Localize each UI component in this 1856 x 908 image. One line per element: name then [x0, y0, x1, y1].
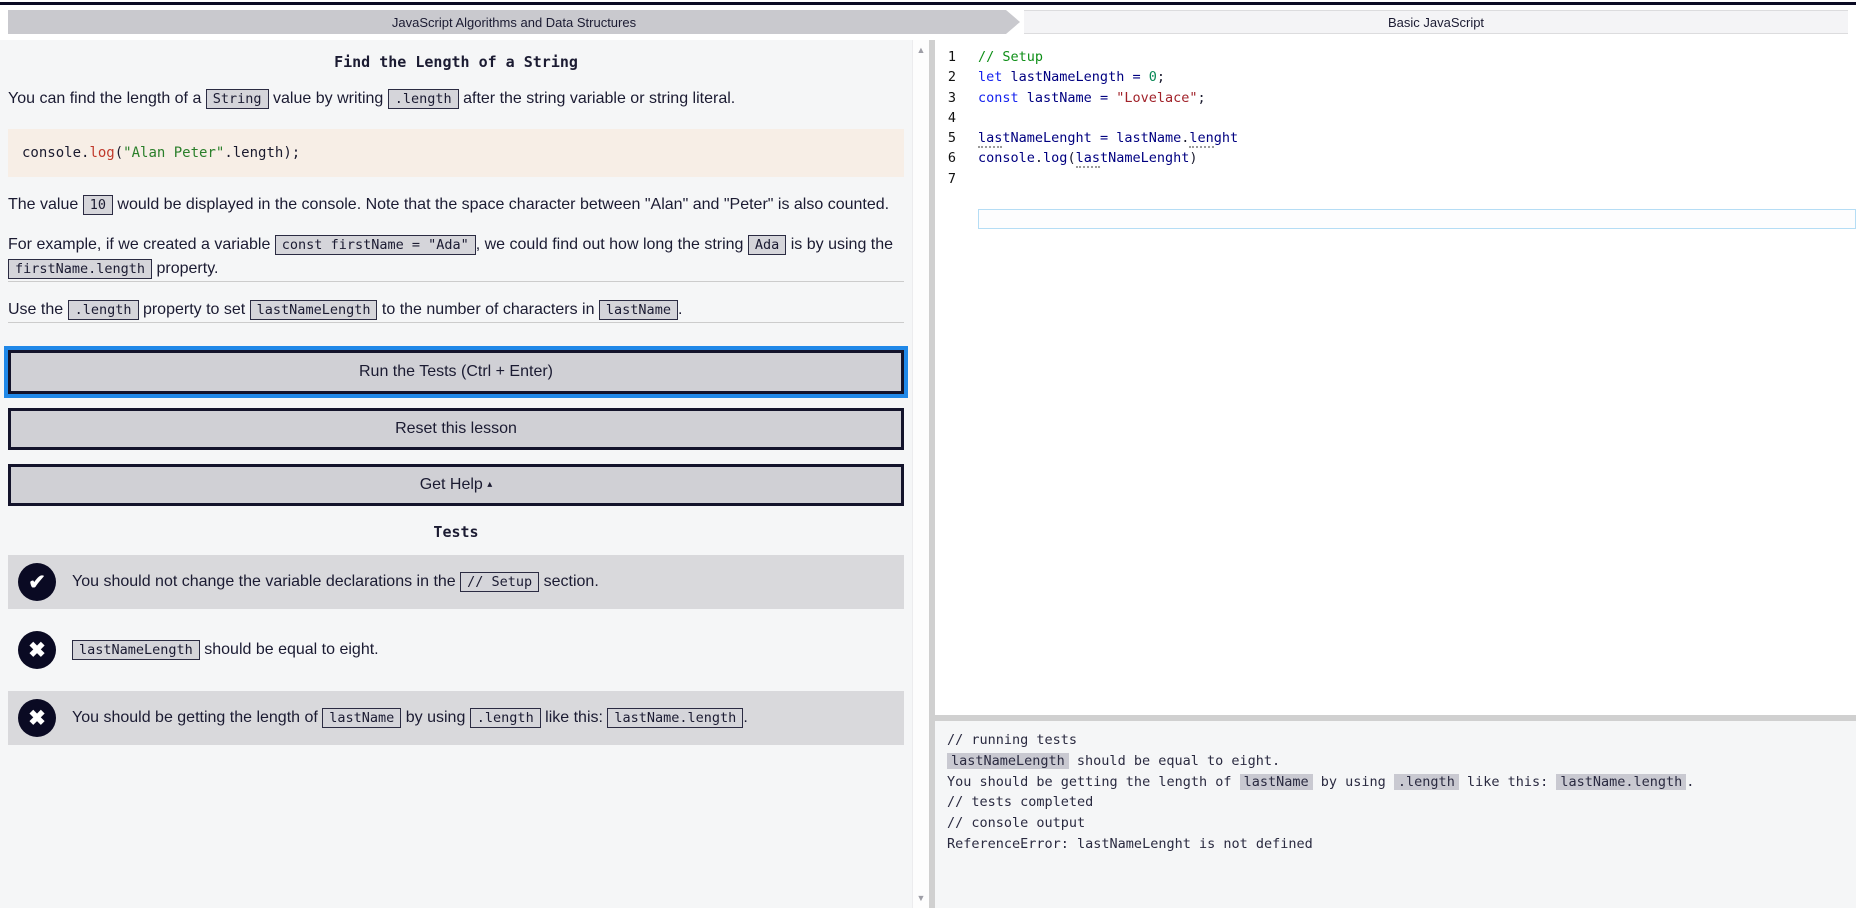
- map-header: JavaScript Algorithms and Data Structure…: [0, 0, 1856, 40]
- line-number: 5: [947, 130, 956, 147]
- x-icon: ✖: [18, 699, 56, 737]
- console-output-panel: // running tests lastNameLength should b…: [935, 721, 1856, 908]
- test-text: lastNameLength should be equal to eight.: [72, 638, 379, 662]
- lesson-example: For example, if we created a variable co…: [8, 235, 894, 279]
- check-icon: ✔: [18, 563, 56, 601]
- line-content: const lastName = "Lovelace";: [978, 89, 1206, 106]
- run-tests-label: Run the Tests (Ctrl + Enter): [359, 363, 553, 380]
- test-text: You should not change the variable decla…: [72, 572, 599, 592]
- line-content: [965, 108, 1856, 128]
- line-content: lastNameLenght = lastName.lenght: [978, 130, 1239, 149]
- test-text: You should be getting the length of last…: [72, 708, 748, 728]
- run-tests-button[interactable]: Run the Tests (Ctrl + Enter): [8, 350, 904, 394]
- test-row: ✖ You should be getting the length of la…: [8, 691, 904, 745]
- panel-divider: [929, 40, 935, 908]
- get-help-button[interactable]: Get Help ▴: [8, 464, 904, 506]
- divider: [8, 281, 904, 282]
- main-split: Find the Length of a String You can find…: [0, 40, 1856, 908]
- x-icon: ✖: [18, 631, 56, 669]
- lesson-intro: You can find the length of a String valu…: [8, 89, 736, 109]
- test-row: ✔ You should not change the variable dec…: [8, 555, 904, 609]
- divider: [8, 322, 904, 323]
- scroll-down-icon[interactable]: ▼: [916, 893, 926, 903]
- editor-line: 5 lastNameLenght = lastName.lenght: [935, 128, 1856, 149]
- reset-lesson-label: Reset this lesson: [395, 420, 517, 437]
- editor-line: 4: [935, 108, 1856, 128]
- lesson-panel: Find the Length of a String You can find…: [0, 40, 912, 908]
- active-line-cursor[interactable]: [978, 209, 1856, 230]
- line-content: console.log(lastNameLenght): [978, 150, 1198, 169]
- line-number: 4: [947, 109, 956, 126]
- editor-line: 3 const lastName = "Lovelace";: [935, 88, 1856, 108]
- editor-line: 1 // Setup: [935, 47, 1856, 67]
- superblock-tab-label: JavaScript Algorithms and Data Structure…: [391, 14, 637, 30]
- editor-line: 6 console.log(lastNameLenght): [935, 148, 1856, 169]
- line-number: 6: [947, 150, 956, 167]
- line-number: 1: [947, 49, 956, 65]
- editor-line: 7: [935, 169, 1856, 270]
- block-tab[interactable]: Basic JavaScript: [1024, 10, 1848, 34]
- console-line: // console output: [947, 815, 1086, 832]
- panel-scrollbar[interactable]: ▲ ▼: [912, 40, 929, 908]
- line-number: 3: [947, 89, 956, 106]
- line-content: [965, 169, 1856, 270]
- scroll-up-icon[interactable]: ▲: [916, 45, 926, 55]
- code-editor[interactable]: 1 // Setup 2 let lastNameLength = 0; 3 c…: [935, 40, 1856, 715]
- example-code-block: console.log("Alan Peter".length);: [8, 129, 904, 177]
- console-line: // running tests: [947, 732, 1078, 748]
- tests-heading: Tests: [433, 523, 479, 541]
- get-help-label: Get Help: [419, 476, 483, 493]
- editor-column: 1 // Setup 2 let lastNameLength = 0; 3 c…: [935, 40, 1856, 908]
- test-row: ✖ lastNameLength should be equal to eigh…: [8, 623, 904, 677]
- console-line: You should be getting the length of last…: [947, 773, 1695, 790]
- line-content: let lastNameLength = 0;: [978, 69, 1166, 86]
- superblock-tab[interactable]: JavaScript Algorithms and Data Structure…: [8, 10, 1020, 34]
- console-line: // tests completed: [947, 794, 1094, 811]
- lesson-note: The value 10 would be displayed in the c…: [8, 195, 890, 215]
- console-divider: [935, 715, 1856, 721]
- console-line: lastNameLength should be equal to eight.: [947, 751, 1844, 772]
- lesson-title: Find the Length of a String: [334, 53, 578, 71]
- editor-line: 2 let lastNameLength = 0;: [935, 67, 1856, 87]
- line-content: // Setup: [978, 49, 1044, 65]
- reset-lesson-button[interactable]: Reset this lesson: [8, 408, 904, 450]
- line-number: 7: [947, 170, 956, 187]
- console-line: ReferenceError: lastNameLenght is not de…: [947, 835, 1313, 852]
- chevron-up-icon: ▴: [487, 479, 493, 490]
- instruction-text: Use the .length property to set lastName…: [8, 300, 683, 320]
- line-number: 2: [947, 69, 956, 86]
- block-tab-label: Basic JavaScript: [1387, 14, 1485, 30]
